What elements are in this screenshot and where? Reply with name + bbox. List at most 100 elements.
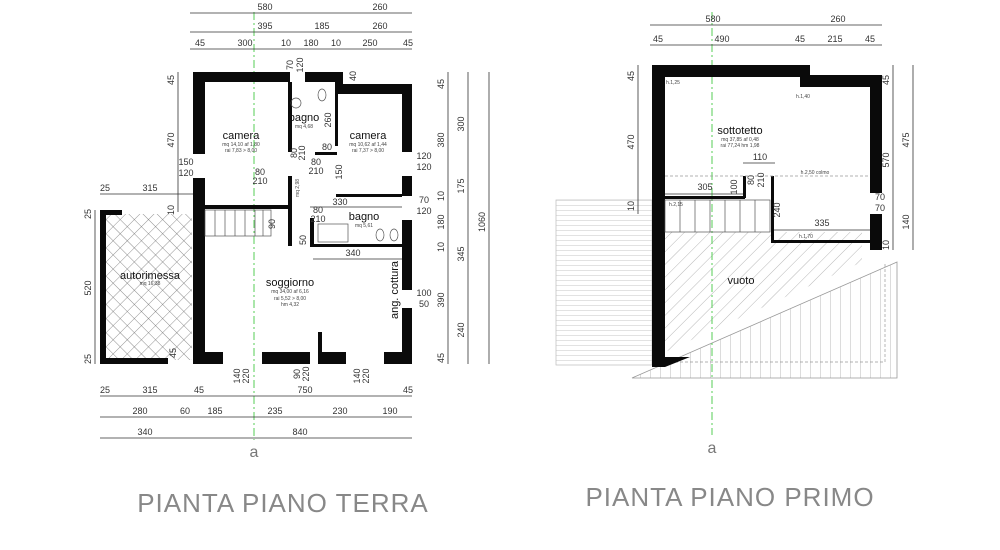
dim-label: 70 [875,192,885,202]
dim-label: 395 [257,21,272,31]
dim-label: 80 [255,167,265,177]
room-info: mq 10,62 af 1,44 [349,142,387,148]
dim-label: 315 [142,385,157,395]
dim-label: 10 [436,191,446,201]
room-info: rai 7,37 > 8,00 [352,148,384,154]
left-dimensions: 45 470 10 [626,65,639,214]
dim-label: 70 [875,203,885,213]
dim-label: 80 [311,157,321,167]
dim-label: h.1,25 [666,80,680,86]
vuoto-hatch [665,232,862,352]
dim-label: 340 [345,248,360,258]
dim-label: 60 [180,406,190,416]
top-dimensions: 580 260 45 490 45 215 45 [650,14,882,46]
dim-label: 120 [416,162,431,172]
dim-label: 185 [314,21,329,31]
dim-label: 580 [257,2,272,12]
dim-label: 180 [303,38,318,48]
room-info: mq 37,85 af 0,48 [721,137,759,143]
dim-label: 45 [194,385,204,395]
dim-label: 25 [100,385,110,395]
room-angolo-cottura: ang. cottura [389,260,401,319]
room-info: rai 5,52 > 8,00 [274,296,306,302]
dim-label: 45 [881,75,891,85]
dim-label: 315 [142,183,157,193]
room-name: soggiorno [266,277,314,289]
dim-label: h.2,50 colmo [801,170,830,176]
dim-label: 520 [83,280,93,295]
room-info: mq 16,38 [140,281,161,287]
dim-label: 475 [901,132,911,147]
dim-label: 40 [348,71,358,81]
ground-floor-plan: 580 260 395 185 260 45 300 10 180 10 250… [83,2,490,518]
first-floor-title: PIANTA PIANO PRIMO [585,482,874,512]
dim-label: 90 [292,369,302,379]
top-dimensions: 580 260 395 185 260 45 300 10 180 10 250… [190,2,413,50]
dim-label: 490 [714,34,729,44]
dim-label: 580 [705,14,720,24]
dim-label: 300 [237,38,252,48]
dim-label: 45 [795,34,805,44]
dim-label: 45 [403,38,413,48]
wall [100,358,168,364]
ground-floor-title: PIANTA PIANO TERRA [137,488,429,518]
window-dimensions: 120 120 70 120 100 50 [416,151,431,309]
dim-label: 10 [281,38,291,48]
room-vuoto: vuoto [728,275,755,287]
room-info: mq 5,61 [355,223,373,229]
dim-label: 45 [166,75,176,85]
dim-label: 240 [456,322,466,337]
dim-label: 120 [295,57,305,72]
height-labels: h.1,25 h.1,40 h.2,15 h.1,70 h.2,50 colmo [666,80,829,240]
dim-label: 570 [881,152,891,167]
staircase [664,199,771,233]
dim-label: 100 [729,179,739,194]
dim-label: 25 [100,183,110,193]
room-info: rai 77,24 hm 1,98 [721,143,760,149]
dim-label: 260 [830,14,845,24]
right-dimensions: 45 570 475 70 70 140 10 [875,65,914,250]
dim-label: 280 [132,406,147,416]
dim-label: 210 [756,172,766,187]
inner-dimensions: 70 120 40 260 80 80 210 80 210 80 210 15… [168,57,402,384]
dim-label: 45 [436,79,446,89]
dim-label: 345 [456,246,466,261]
dim-label: 80 [313,205,323,215]
dim-label: 300 [456,116,466,131]
room-bagno-2: bagno mq 5,61 [349,211,380,229]
wall [100,210,122,215]
roof-outline [665,262,886,363]
dim-label: 210 [252,176,267,186]
dim-label: 240 [772,202,782,217]
bottom-dimensions: 25 315 45 750 45 280 60 185 235 230 190 … [100,385,413,439]
dim-label: 210 [297,145,307,160]
dim-label: 140 [232,368,242,383]
room-info: mq 34,00 af 6,16 [271,289,309,295]
room-sottotetto: sottotetto mq 37,85 af 0,48 rai 77,24 hm… [717,125,762,149]
dim-label: 120 [416,151,431,161]
dim-label: 335 [814,218,829,228]
dim-label: 220 [361,368,371,383]
dim-label: 250 [362,38,377,48]
dim-label: 175 [456,178,466,193]
section-mark-label: a [708,440,717,457]
room-info: mq 14,10 af 1,80 [222,142,260,148]
dim-label: 150 [178,157,193,167]
dim-label: 210 [310,214,325,224]
dim-label: 45 [865,34,875,44]
dim-label: 210 [308,166,323,176]
dim-label: h.2,15 [669,202,683,208]
room-info: rai 7,83 > 8,00 [225,148,257,154]
dim-label: 305 [697,182,712,192]
dim-label: 380 [436,132,446,147]
roof-slope [631,261,898,379]
dim-label: h.1,40 [796,94,810,100]
dim-label: 390 [436,292,446,307]
room-name: camera [223,130,261,142]
dim-label: 190 [382,406,397,416]
first-floor-plan: sottotetto mq 37,85 af 0,48 rai 77,24 hm… [555,12,914,512]
dim-label: 10 [331,38,341,48]
staircase [204,209,272,237]
room-name: bagno [289,112,320,124]
